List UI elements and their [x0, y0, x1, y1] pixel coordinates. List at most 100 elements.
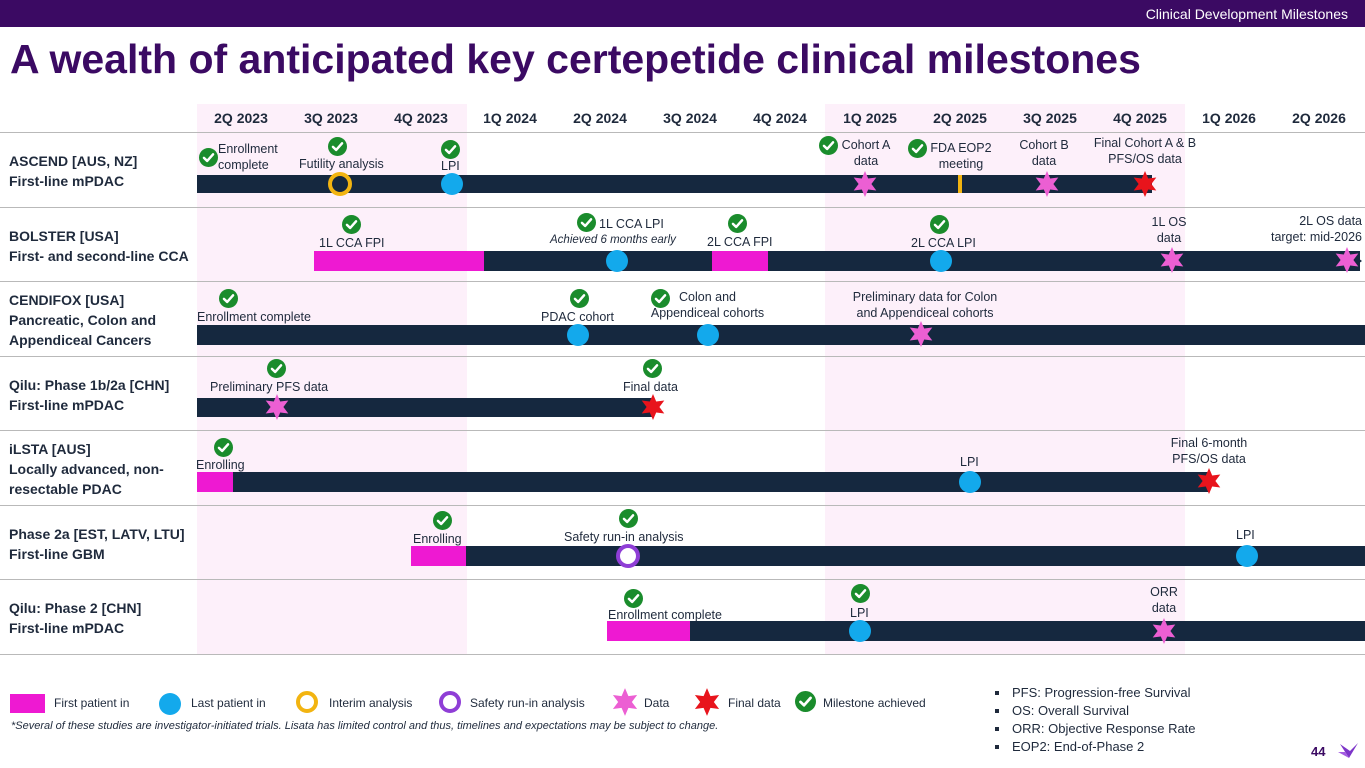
check-icon: [214, 438, 233, 457]
check-icon: [441, 140, 460, 159]
check-icon: [342, 215, 361, 234]
row-divider: [0, 356, 1365, 357]
cendifox-track: [197, 289, 1365, 347]
check-icon: [219, 289, 238, 308]
milestone-label: 2L OS data target: mid-2026: [1257, 213, 1362, 245]
milestone-text: ORR: [1150, 585, 1178, 599]
check-icon: [624, 589, 643, 608]
check-icon: [328, 137, 347, 156]
row-divider: [0, 430, 1365, 431]
study-name: iLSTA [AUS]: [9, 441, 91, 457]
milestone-label: Cohort A data: [838, 137, 894, 169]
milestone-label: Final Cohort A & B PFS/OS data: [1085, 135, 1205, 167]
milestone-label: Futility analysis: [299, 157, 384, 171]
milestone-text: PFS/OS data: [1172, 452, 1246, 466]
star-icon: [612, 688, 638, 716]
milestone-label: Cohort B data: [1013, 137, 1075, 169]
study-name: Phase 2a [EST, LATV, LTU]: [9, 526, 185, 542]
first-patient-bar: [411, 546, 466, 566]
interim-analysis-marker: [328, 172, 352, 196]
milestone-text: Preliminary data for Colon: [852, 290, 998, 304]
study-label-ilsta: iLSTA [AUS] Locally advanced, non- resec…: [9, 439, 164, 499]
milestone-label: Enrolling: [196, 458, 245, 472]
legend-safety: Safety run-in analysis: [470, 696, 585, 710]
milestone-label: Safety run-in analysis: [564, 530, 684, 544]
row-divider: [0, 132, 1365, 133]
check-icon: [199, 148, 218, 167]
study-name: Qilu: Phase 2 [CHN]: [9, 600, 142, 616]
eop2-marker: [958, 175, 962, 193]
legend-last-patient: Last patient in: [191, 696, 266, 710]
study-indication: Pancreatic, Colon and: [9, 312, 157, 328]
abbreviation-text: EOP2: End-of-Phase 2: [1012, 739, 1145, 754]
quarter-label: 3Q 2024: [663, 110, 717, 126]
study-name: BOLSTER [USA]: [9, 228, 119, 244]
bolster-track: [314, 213, 1362, 273]
milestone-text: data: [853, 154, 879, 168]
legend-achieved: Milestone achieved: [823, 696, 926, 710]
check-icon: [819, 136, 838, 155]
legend-final-data: Final data: [728, 696, 781, 710]
milestone-label: LPI: [1236, 528, 1255, 542]
milestone-text: Cohort A: [841, 138, 891, 152]
quarter-label: 2Q 2024: [573, 110, 627, 126]
check-icon: [433, 511, 452, 530]
study-indication: resectable PDAC: [9, 481, 122, 497]
check-icon: [570, 289, 589, 308]
quarter-label: 4Q 2023: [394, 110, 448, 126]
milestone-label: Colon and Appendiceal cohorts: [645, 289, 770, 321]
study-indication: First-line mPDAC: [9, 173, 125, 189]
ilsta-track: [197, 438, 1221, 494]
study-indication: First-line mPDAC: [9, 620, 125, 636]
check-icon: [267, 359, 286, 378]
ring-icon: [296, 691, 318, 713]
milestone-text: meeting: [938, 157, 984, 171]
milestone-label: 1L CCA FPI: [319, 236, 385, 250]
last-patient-marker: [1236, 545, 1258, 567]
last-patient-marker: [930, 250, 952, 272]
milestone-text: Appendiceal cohorts: [650, 306, 765, 320]
milestone-text: Final 6-month: [1170, 436, 1248, 450]
milestone-text: complete: [218, 158, 269, 172]
check-icon: [728, 214, 747, 233]
abbreviation-item: ORR: Objective Response Rate: [995, 720, 1196, 738]
check-icon: [795, 691, 816, 712]
abbreviation-text: PFS: Progression-free Survival: [1012, 685, 1191, 700]
circle-icon: [159, 693, 181, 715]
milestone-label: 2L CCA FPI: [707, 235, 773, 249]
study-indication: Locally advanced, non-: [9, 461, 164, 477]
abbreviation-item: EOP2: End-of-Phase 2: [995, 738, 1196, 756]
milestone-label: 2L CCA LPI: [911, 236, 976, 250]
milestone-label: FDA EOP2 meeting: [926, 140, 996, 172]
check-icon: [619, 509, 638, 528]
milestone-label: PDAC cohort: [541, 310, 614, 324]
milestone-label: Final 6-month PFS/OS data: [1159, 435, 1259, 467]
row-divider: [0, 579, 1365, 580]
milestone-text: target: mid-2026: [1270, 230, 1362, 244]
row-divider: [0, 207, 1365, 208]
logo-icon: [1338, 743, 1358, 758]
row-divider: [0, 281, 1365, 282]
milestone-label: Preliminary PFS data: [210, 380, 329, 394]
header-bar: Clinical Development Milestones: [0, 0, 1365, 27]
study-label-ascend: ASCEND [AUS, NZ] First-line mPDAC: [9, 151, 137, 191]
row-divider: [0, 505, 1365, 506]
last-patient-marker: [697, 324, 719, 346]
quarter-label: 2Q 2023: [214, 110, 268, 126]
study-name: CENDIFOX [USA]: [9, 292, 125, 308]
milestone-text: Final Cohort A & B: [1093, 136, 1197, 150]
page-number: 44: [1311, 744, 1326, 759]
milestone-label: LPI: [441, 159, 460, 173]
milestone-text: 2L OS data: [1299, 214, 1362, 228]
milestone-note: Achieved 6 months early: [550, 234, 676, 246]
phase2a-track: [411, 509, 1365, 568]
section-label: Clinical Development Milestones: [1145, 6, 1348, 22]
milestone-text: 1L OS: [1151, 215, 1187, 229]
ascend-track: [197, 136, 1157, 197]
legend: [10, 688, 816, 716]
study-indication: Appendiceal Cancers: [9, 332, 152, 348]
abbreviation-item: PFS: Progression-free Survival: [995, 684, 1196, 702]
first-patient-bar: [197, 472, 233, 492]
milestone-label: Enrollment complete: [218, 141, 278, 173]
